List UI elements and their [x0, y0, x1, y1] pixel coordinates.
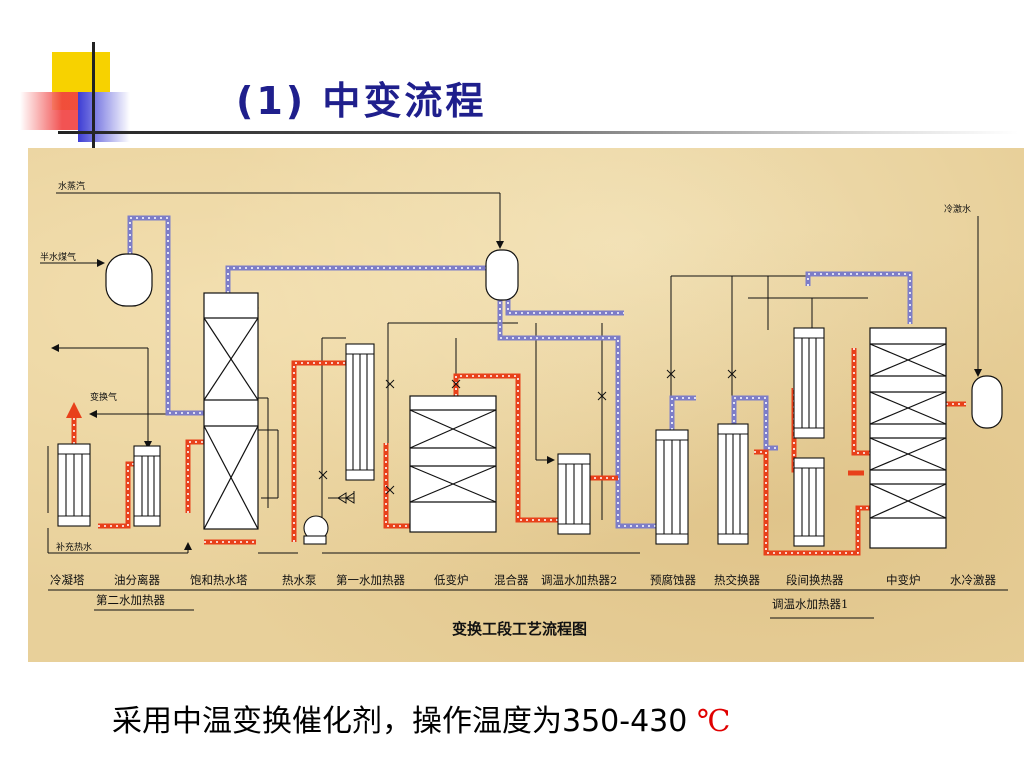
low-shift-reactor	[409, 395, 497, 533]
eq-label-4: 第一水加热器	[336, 573, 405, 587]
slide-caption: 采用中温变换催化剂，操作温度为350-430 ℃	[112, 696, 1012, 740]
heat-exchanger	[717, 423, 749, 545]
process-flow-diagram: 水蒸汽 半水煤气 冷激水 变换气 补充热水 冷凝塔 油分离器 饱和热水塔 热水泵…	[28, 148, 1024, 662]
separator-vessel-left	[105, 253, 153, 307]
caption-text: 采用中温变换催化剂，操作温度为	[112, 704, 562, 739]
eq-label-7: 调温水加热器2	[541, 573, 617, 587]
eq-label-10: 段间换热器	[786, 573, 844, 587]
label-steam: 水蒸汽	[58, 180, 85, 192]
title-text: 中变流程	[322, 78, 487, 123]
eq-label-5: 低变炉	[434, 573, 469, 587]
eq-label-6: 混合器	[494, 573, 529, 587]
interstage-exchanger	[793, 327, 825, 439]
hot-water-pump	[303, 515, 329, 545]
saturation-tower	[203, 292, 259, 530]
label-temp-water-heater-1: 调温水加热器1	[772, 597, 848, 611]
first-water-heater	[345, 343, 375, 481]
quench-vessel	[971, 375, 1003, 429]
eq-label-2: 饱和热水塔	[190, 573, 248, 587]
diagram-title: 变换工段工艺流程图	[452, 620, 587, 638]
decor-vertical-line	[92, 42, 95, 152]
eq-label-8: 预腐蚀器	[650, 573, 696, 587]
hot-water-lines-dots	[73, 348, 966, 554]
temp-water-heater-1	[793, 457, 825, 547]
label-second-water-heater: 第二水加热器	[96, 593, 165, 607]
label-makeup-water: 补充热水	[56, 541, 92, 553]
eq-label-3: 热水泵	[282, 573, 317, 587]
label-shift-gas: 变换气	[90, 391, 117, 403]
oil-separator	[133, 445, 161, 527]
eq-label-9: 热交换器	[714, 573, 760, 587]
condenser-tower	[57, 443, 91, 527]
diagram-svg: 水蒸汽 半水煤气 冷激水 变换气 补充热水 冷凝塔 油分离器 饱和热水塔 热水泵…	[40, 180, 1008, 638]
eq-label-0: 冷凝塔	[50, 573, 85, 587]
label-semi-water-gas: 半水煤气	[40, 251, 76, 263]
separator-vessel-middle	[485, 249, 519, 301]
heat-exchangers	[57, 327, 825, 547]
caption-unit: ℃	[696, 704, 731, 739]
label-quench-water: 冷激水	[944, 203, 971, 215]
mixer-temp-heater-2	[557, 453, 591, 535]
pre-corrosion	[655, 429, 689, 545]
caption-range: 350-430	[562, 704, 688, 739]
eq-label-11: 中变炉	[886, 573, 921, 587]
slide-title: (1) 中变流程	[236, 70, 486, 125]
vessels	[105, 249, 1003, 429]
equipment-label-row: 冷凝塔 油分离器 饱和热水塔 热水泵 第一水加热器 低变炉 混合器 调温水加热器…	[50, 573, 996, 587]
eq-label-1: 油分离器	[114, 573, 160, 587]
gas-lines-dots	[129, 217, 911, 527]
valves	[318, 369, 737, 504]
eq-label-12: 水冷激器	[950, 573, 996, 587]
medium-shift-reactor	[869, 327, 947, 549]
title-prefix: (1)	[236, 79, 307, 123]
thin-flow-lines	[40, 192, 982, 554]
decor-blue-square	[78, 92, 130, 142]
title-underline	[58, 131, 1018, 134]
